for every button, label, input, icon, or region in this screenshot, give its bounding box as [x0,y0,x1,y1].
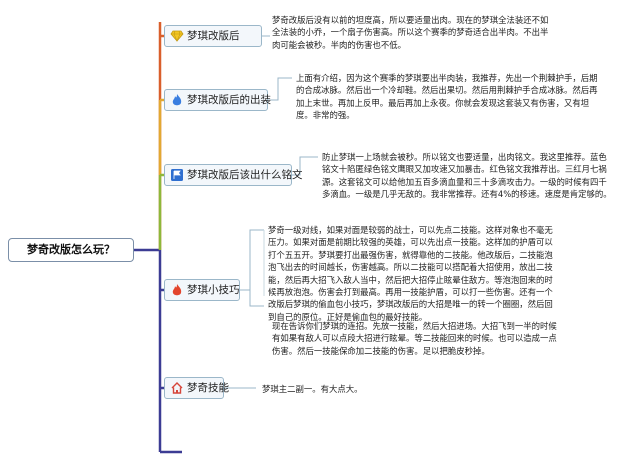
branch-label-2: 梦琪改版后该出什么铭文 [187,169,303,181]
branch-label-1: 梦琪改版后的出装 [187,94,271,106]
branch-0-note: 梦奇改版后没有以前的坦度高，所以要适量出肉。现在的梦琪全法装还不如全法装的小乔，… [272,15,549,50]
flag-icon [171,169,183,181]
branch-node-0[interactable]: 梦琪改版后 [164,25,262,47]
branch-4-note: 梦琪主二副一。有大点大。 [262,384,363,394]
branch-node-4[interactable]: 梦奇技能 [164,377,229,399]
branch-3-note-2: 现在告诉你们梦琪的连招。先放一技能，然后大招进场。大招飞到一半的时候有如果有敌人… [272,321,557,356]
branch-label-4: 梦奇技能 [187,382,229,394]
branch-label-0: 梦琪改版后 [187,30,240,42]
fire-icon [172,284,182,296]
note-2-connector [292,156,318,176]
branch-2-note: 防止梦琪一上场就会被秒。所以铭文也要适量，出肉铭文。我这里推荐。蓝色铭文十陷匿绿… [322,152,612,200]
branch-1-note: 上面有介绍，因为这个赛季的梦琪要出半肉装，我推荐，先出一个荆棘护手，后期的合成冰… [296,73,598,121]
branch-node-1[interactable]: 梦琪改版后的出装 [164,89,271,111]
note-1-connector [268,77,292,101]
fire-icon [172,94,182,106]
house-icon [171,382,183,394]
branch-3-note-1: 梦奇一级对线，如果对面是较弱的战士，可以先点二技能。这样对象也不毫无压力。如果对… [268,225,553,322]
diamond-icon [170,30,184,42]
branch-node-3[interactable]: 梦琪小技巧 [164,279,240,301]
branch-node-2[interactable]: 梦琪改版后该出什么铭文 [164,164,303,186]
note-3-connector [240,229,264,307]
branch-label-3: 梦琪小技巧 [187,284,240,296]
root-node[interactable]: 梦奇改版怎么玩？ [8,238,134,262]
